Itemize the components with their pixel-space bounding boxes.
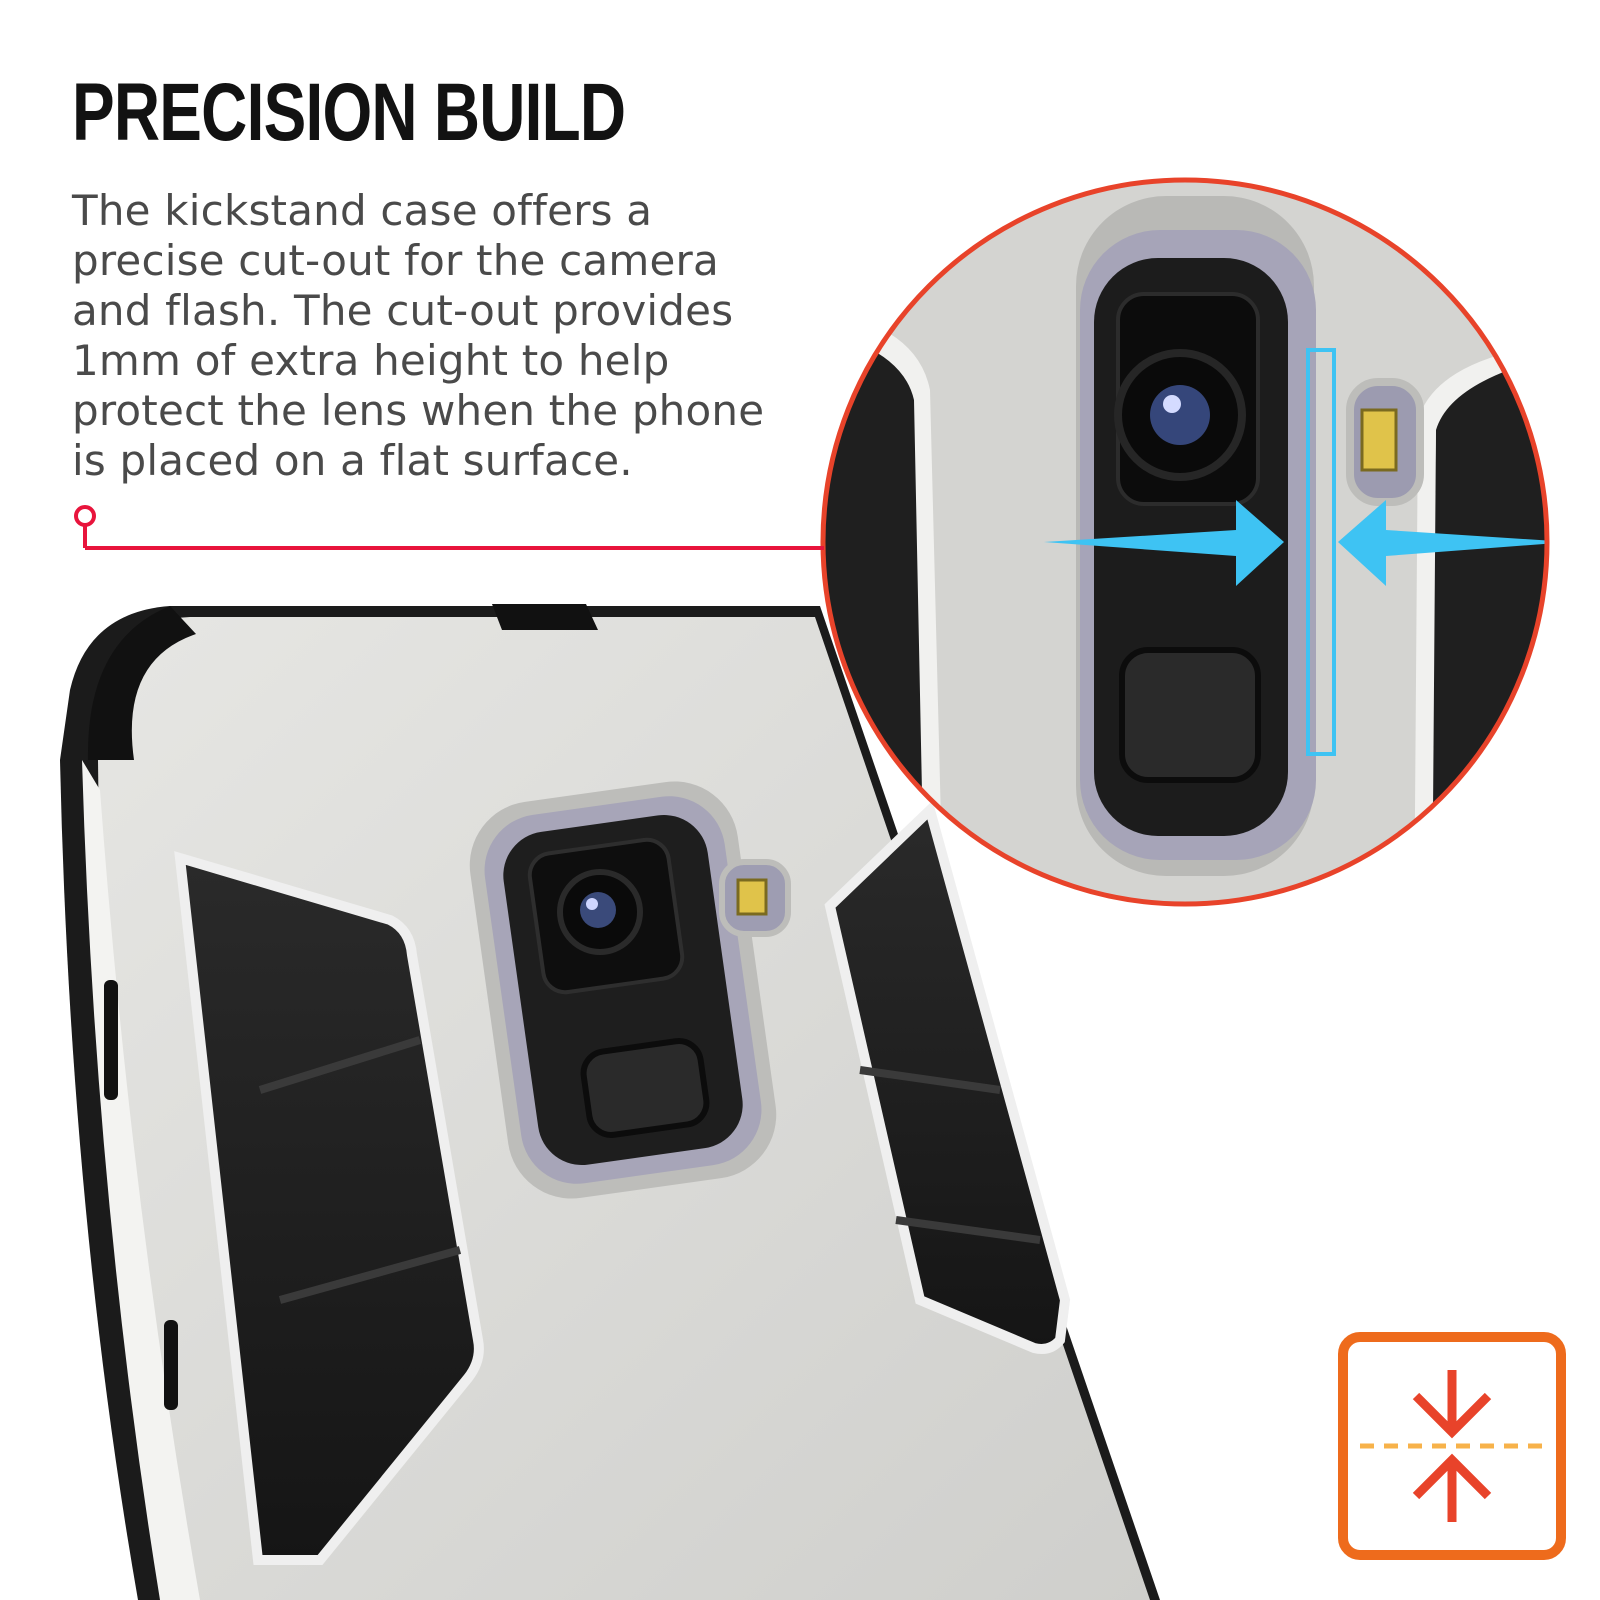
compress-badge (1338, 1332, 1566, 1560)
arrow-left-icon (1338, 500, 1547, 586)
corner-bumper (87, 606, 196, 760)
left-panel (174, 851, 484, 1565)
zoom-ring (820, 177, 1550, 907)
camera-module (469, 781, 777, 1199)
arrow-right-icon (1044, 500, 1284, 586)
flash-module (719, 859, 791, 937)
description-text: The kickstand case offers a precise cut-… (72, 186, 765, 485)
compress-arrows-icon (1360, 1370, 1544, 1522)
page-title: PRECISION BUILD (72, 67, 626, 158)
connector-dot-icon (74, 505, 96, 527)
